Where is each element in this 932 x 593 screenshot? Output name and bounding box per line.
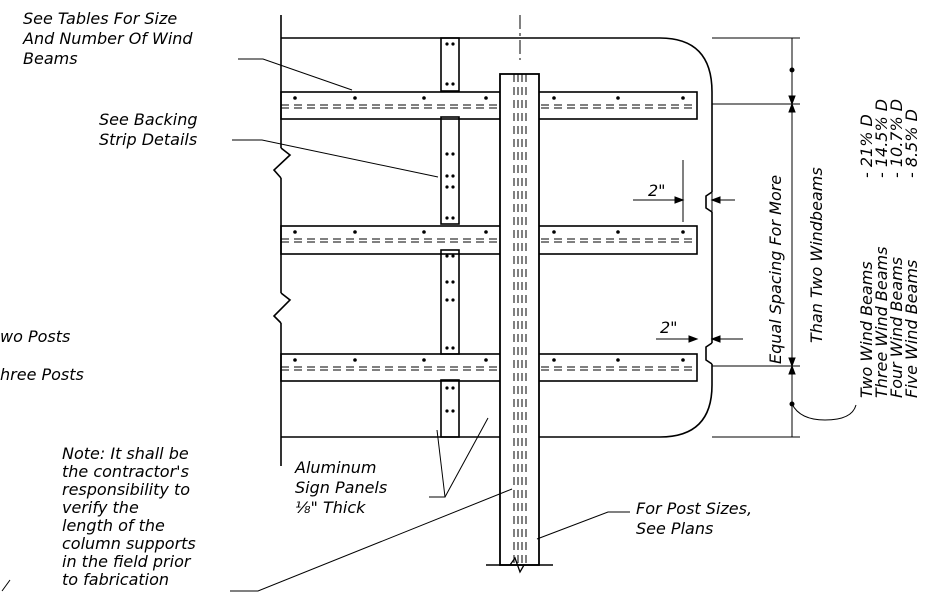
backing-strip-note-line-1: See Backing: [99, 110, 198, 129]
wind-beam-bottom: [280, 353, 698, 382]
equal-spacing-label: Equal Spacing For More: [766, 175, 785, 364]
spacing-row-label: Five Wind Beams: [902, 260, 921, 398]
contractor-note-line-8: to fabrication: [62, 570, 169, 589]
top-gap-dimension: 2": [648, 181, 666, 200]
post-sizes-note-line-2: See Plans: [636, 519, 713, 538]
spacing-row-value: - 8.5% D: [902, 109, 921, 178]
backing-strips: [440, 37, 460, 438]
backing-strip-bolts: [445, 42, 455, 413]
than-two-windbeams-label: Than Two Windbeams: [807, 167, 826, 343]
aluminum-note-line-2: Sign Panels: [295, 478, 387, 497]
contractor-note-line-7: in the field prior: [62, 552, 192, 571]
backing-strip-note-line-2: Strip Details: [99, 130, 197, 149]
spacing-row-label: Two Wind Beams: [857, 261, 876, 398]
post: [486, 15, 553, 574]
wind-beams-note-line-3: Beams: [23, 49, 78, 68]
spacing-row-label: Four Wind Beams: [887, 257, 906, 398]
sign-panel-outline: [272, 15, 713, 466]
dimension-lines: [633, 37, 857, 438]
wind-beams-note-line-2: And Number Of Wind: [22, 29, 193, 48]
spacing-table: Two Wind Beams Three Wind Beams Four Win…: [857, 99, 921, 398]
aluminum-note-line-1: Aluminum: [294, 458, 376, 477]
post-sizes-note-line-1: For Post Sizes,: [636, 499, 752, 518]
wind-beam-top: [280, 91, 698, 120]
contractor-note: Note: It shall be the contractor's respo…: [62, 444, 196, 589]
contractor-note-line-1: Note: It shall be: [62, 444, 189, 463]
lower-gap-dimension: 2": [660, 318, 678, 337]
contractor-note-line-6: column supports: [62, 534, 196, 553]
aluminum-panels-note: Aluminum Sign Panels ⅛" Thick: [294, 458, 387, 517]
contractor-note-line-4: verify the: [62, 498, 139, 517]
wind-beams-note-line-1: See Tables For Size: [23, 9, 177, 28]
three-posts-label: hree Posts: [0, 365, 84, 384]
contractor-note-line-5: length of the: [62, 516, 165, 535]
wind-beams-note: See Tables For Size And Number Of Wind B…: [22, 9, 193, 68]
backing-strip-note: See Backing Strip Details: [99, 110, 198, 149]
spacing-row-label: Three Wind Beams: [872, 247, 891, 398]
spacing-row-value: - 14.5% D: [872, 99, 891, 178]
wind-beam-middle: [280, 225, 698, 255]
contractor-note-line-3: responsibility to: [62, 480, 190, 499]
spacing-row-value: - 10.7% D: [887, 99, 906, 178]
spacing-row-value: - 21% D: [857, 114, 876, 178]
leader-lines: [1, 58, 630, 592]
contractor-note-line-2: the contractor's: [62, 462, 189, 481]
two-posts-label: wo Posts: [0, 327, 70, 346]
post-sizes-note: For Post Sizes, See Plans: [636, 499, 752, 538]
aluminum-note-line-3: ⅛" Thick: [295, 498, 366, 517]
